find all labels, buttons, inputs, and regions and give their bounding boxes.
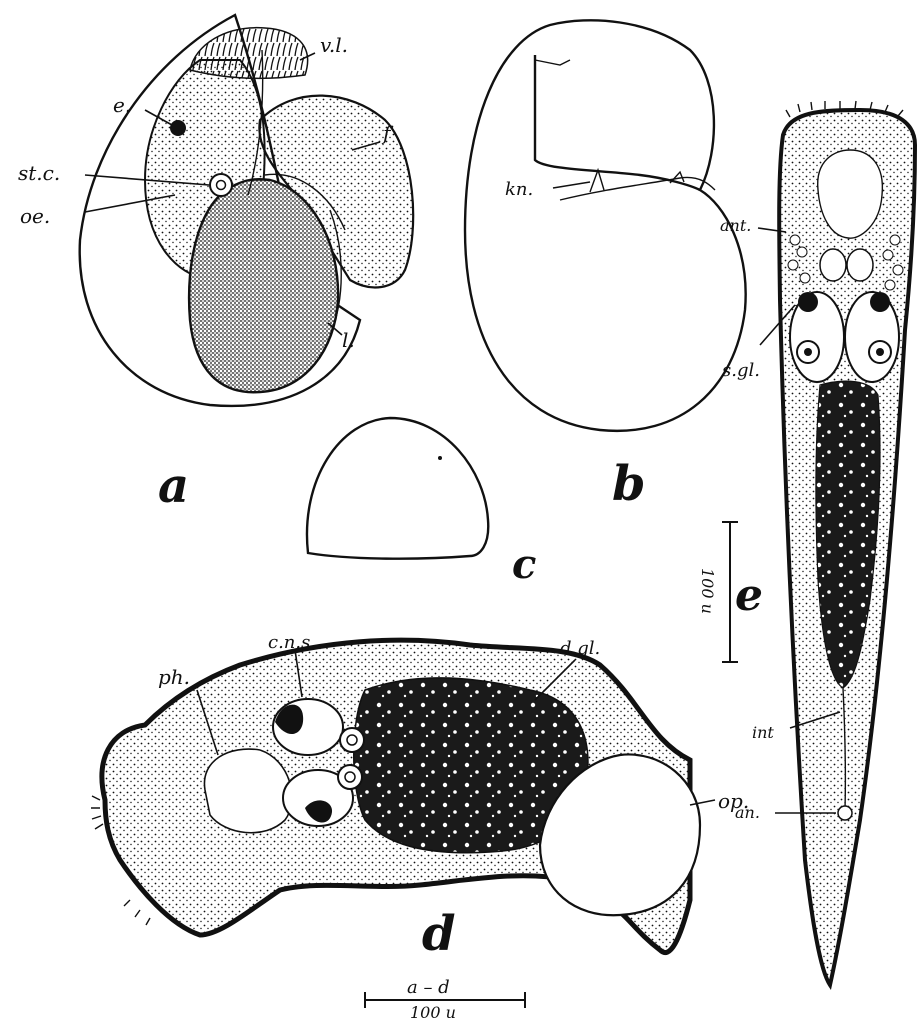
figure-a-label-velum: v.l. [320, 33, 348, 57]
figure-e-label-intestine: int [752, 723, 774, 742]
figure-a-statocyst [210, 174, 232, 196]
scale-bar-e: 100 u [698, 522, 738, 662]
figure-a-veliger-in-shell: v.l. e. st.c. oe. f l. a [18, 15, 413, 514]
figure-d-label-pharynx: ph. [158, 665, 190, 689]
figure-b-label-knob: kn. [505, 179, 533, 200]
figure-a-panel-letter: a [158, 458, 189, 514]
scale-bar-e-label: 100 u [698, 568, 717, 614]
figure-a-label-liver: l. [342, 328, 355, 352]
figure-a-label-eye: e. [113, 93, 131, 117]
figure-c-operculum: c [307, 418, 536, 588]
figure-d-veliger-lateral: ph. c.n.s. d.gl. op. d [91, 632, 749, 962]
figure-e-panel-letter: e [735, 570, 763, 621]
figure-d-label-cns: c.n.s. [268, 632, 316, 653]
figure-b-larval-shell: kn. b [465, 20, 746, 512]
scale-bar-a-d-label: 100 u [410, 1003, 456, 1022]
figure-a-eye [170, 120, 186, 136]
figure-b-panel-letter: b [612, 456, 646, 512]
figure-c-panel-letter: c [512, 541, 536, 588]
figure-d-pharynx [204, 749, 291, 833]
figure-a-velar-lobe [190, 28, 308, 79]
figure-e-label-salivary-gland: s.gl. [722, 360, 760, 381]
figure-e-label-anus: an. [735, 803, 760, 822]
figure-b-shell-outline [465, 20, 746, 431]
figure-b-aperture-lip [535, 55, 700, 190]
figure-e-label-anterior: ant. [720, 216, 751, 235]
figure-e-anus [838, 806, 852, 820]
figure-a-label-statocyst: st.c. [18, 161, 60, 185]
figure-c-operculum-outline [307, 418, 488, 559]
figure-b-knob-line [560, 177, 715, 200]
figure-e-elongate-larva: ant. s.gl. int an. e [720, 101, 915, 985]
figure-d-label-digestive-gland: d.gl. [560, 638, 600, 659]
scale-bar-a-d: a – d 100 u [365, 977, 525, 1022]
figure-a-label-oesophagus: oe. [20, 204, 50, 228]
scale-bar-a-d-title: a – d [407, 977, 450, 998]
figure-d-panel-letter: d [422, 906, 456, 962]
